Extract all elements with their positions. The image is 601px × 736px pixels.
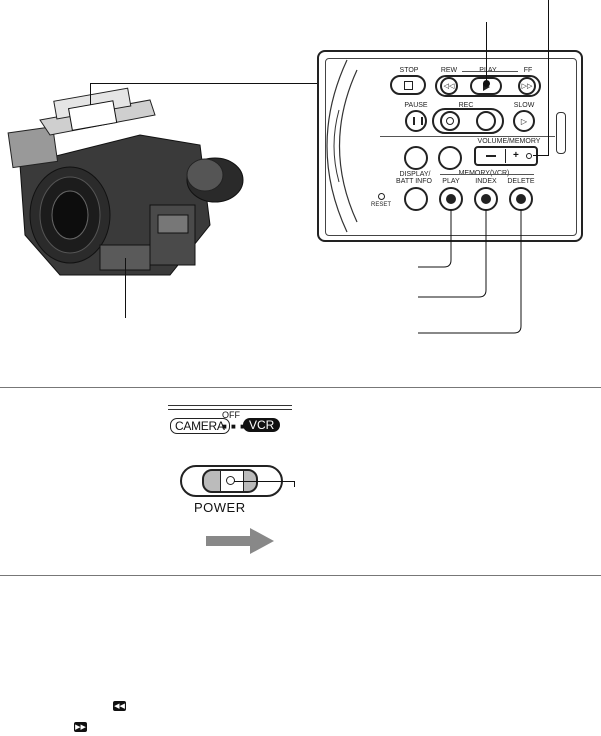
display-batt-label-2: BATT INFO <box>396 178 432 185</box>
memory-vcr-line <box>440 174 534 175</box>
leader-line <box>294 481 295 487</box>
volume-memory-label: VOLUME/MEMORY <box>477 138 541 145</box>
memory-vcr-label: MEMORY(VCR) <box>456 170 512 178</box>
leader-arrow <box>483 80 490 87</box>
panel-button-mid[interactable] <box>438 146 462 170</box>
panel-curve <box>326 59 358 233</box>
slow-icon: ▷ <box>520 116 528 126</box>
stop-button[interactable] <box>390 75 426 95</box>
volume-plus-icon: + <box>513 150 519 161</box>
leader-line <box>90 83 317 84</box>
off-dots: ■ ■ ■ <box>222 422 246 431</box>
ff-label: FF <box>523 67 533 74</box>
panel-side-slot <box>556 112 566 154</box>
transport-bar-line <box>462 71 518 72</box>
play-icon <box>483 83 490 91</box>
section-divider <box>0 387 601 388</box>
rewind-button[interactable]: ◁◁ <box>440 77 458 95</box>
display-batt-info-button[interactable] <box>404 187 428 211</box>
fastforward-button[interactable]: ▷▷ <box>518 77 536 95</box>
volume-memory-rocker[interactable]: + <box>474 146 538 166</box>
panel-divider <box>380 136 555 137</box>
memory-leaders <box>418 210 522 334</box>
power-label: POWER <box>194 500 246 515</box>
pause-button[interactable] <box>405 110 427 132</box>
rec-button[interactable] <box>440 111 460 131</box>
reset-label: RESET <box>370 202 391 208</box>
leader-line <box>125 258 126 318</box>
power-switch-top-line2 <box>168 409 292 410</box>
display-batt-label-1: DISPLAY/ <box>399 171 431 178</box>
leader-line <box>548 0 549 156</box>
memory-play-label: PLAY <box>442 178 460 185</box>
rec-icon <box>446 117 454 125</box>
rew-label: REW <box>440 67 458 74</box>
camera-label: CAMERA <box>170 418 230 434</box>
rec-label: REC <box>458 102 474 109</box>
pause-icon <box>413 117 423 125</box>
stop-label: STOP <box>399 67 419 74</box>
slow-button[interactable]: ▷ <box>513 110 535 132</box>
leader-line <box>90 83 91 105</box>
reset-button[interactable] <box>378 193 385 200</box>
rec-second-button[interactable] <box>476 111 496 131</box>
volume-minus-icon <box>486 155 496 157</box>
fastforward-icon: ▷▷ <box>521 83 533 90</box>
power-switch-top-line <box>168 405 292 406</box>
rewind-icon: ◁◁ <box>443 83 455 90</box>
rewind-icon: ◀◀ <box>113 701 126 711</box>
power-switch-knob-icon <box>226 476 235 485</box>
play-top-label: PLAY <box>476 67 500 75</box>
off-label: OFF <box>222 410 240 420</box>
leader-line <box>486 22 487 82</box>
camcorder-illustration <box>0 75 260 290</box>
pause-label: PAUSE <box>404 102 428 109</box>
section-divider <box>0 575 601 576</box>
memory-delete-label: DELETE <box>507 178 535 185</box>
leader-line <box>234 481 294 482</box>
memory-index-label: INDEX <box>475 178 497 185</box>
fastforward-icon: ▶▶ <box>74 722 87 732</box>
panel-button-left[interactable] <box>404 146 428 170</box>
leader-line <box>533 155 549 156</box>
arrow-right-icon <box>206 528 274 554</box>
vcr-label: VCR <box>243 418 281 432</box>
slow-label: SLOW <box>513 102 535 109</box>
